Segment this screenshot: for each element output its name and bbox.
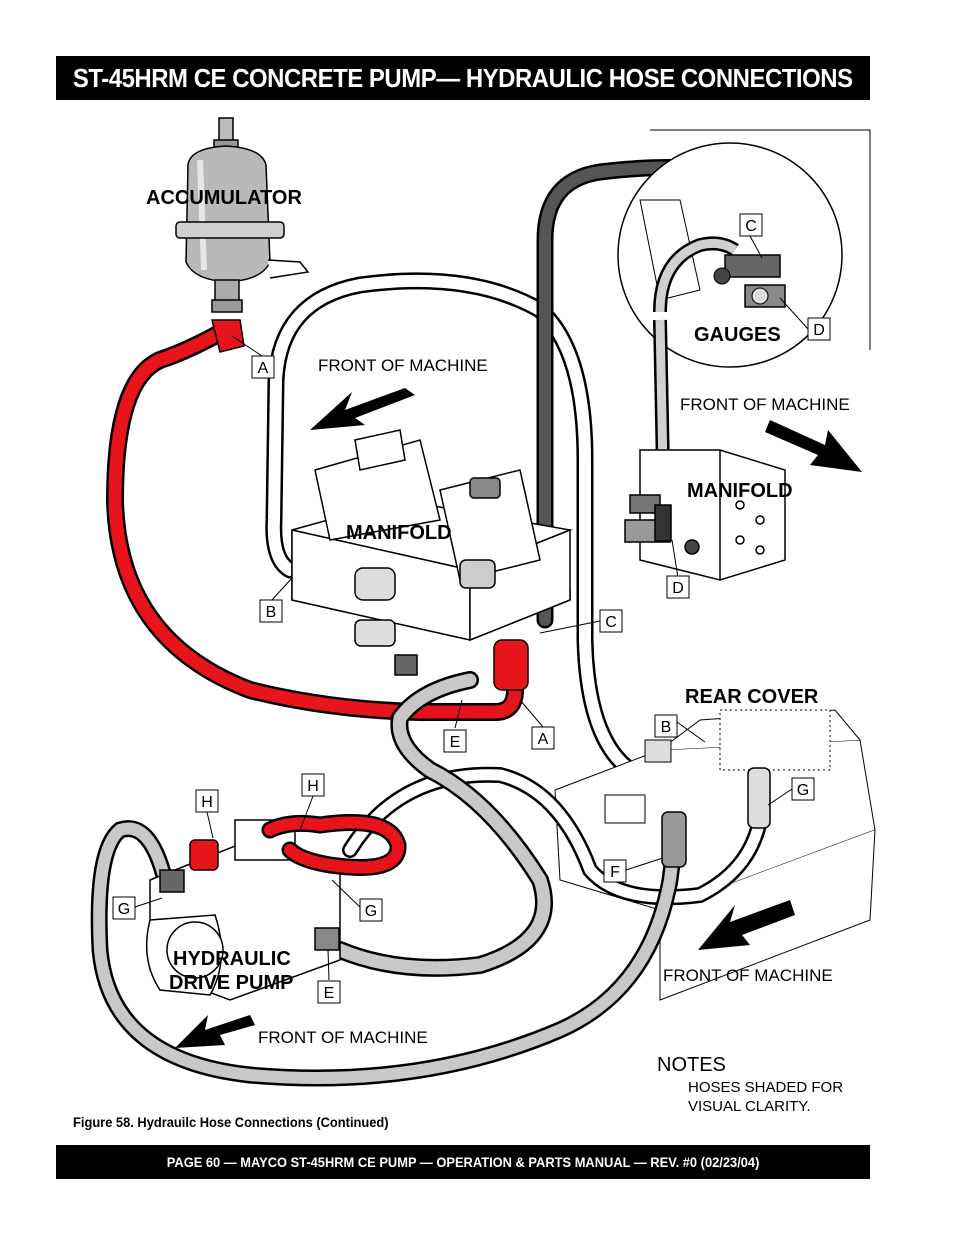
white-hose-g (342, 766, 771, 906)
front-of-machine-label-3: FRONT OF MACHINE (663, 966, 833, 985)
callout-g-3: G (365, 903, 377, 920)
red-hose-h (261, 814, 407, 876)
rear-cover-label: REAR COVER (685, 686, 819, 708)
gauges-label: GAUGES (694, 324, 781, 346)
accumulator-label: ACCUMULATOR (146, 187, 302, 209)
page-footer: PAGE 60 — MAYCO ST-45HRM CE PUMP — OPERA… (166, 1154, 760, 1170)
callout-g-1: G (797, 782, 809, 799)
front-of-machine-label-2: FRONT OF MACHINE (680, 395, 850, 414)
figure-caption: Figure 58. Hydrauilc Hose Connections (C… (73, 1114, 389, 1130)
notes-line-1: HOSES SHADED FOR (688, 1079, 843, 1096)
drive-pump-label-line1: HYDRAULIC (173, 948, 291, 970)
callout-c-2: C (745, 218, 757, 235)
manifold-main-label: MANIFOLD (346, 522, 452, 544)
callout-b-2: B (661, 719, 672, 736)
front-of-machine-label-1: FRONT OF MACHINE (318, 356, 488, 375)
callout-h-2: H (307, 778, 319, 795)
notes-line-2: VISUAL CLARITY. (688, 1098, 811, 1115)
manifold-right-label: MANIFOLD (687, 480, 793, 502)
notes-heading: NOTES (657, 1054, 726, 1076)
callout-a-1: A (258, 360, 269, 377)
callout-d-2: D (672, 580, 684, 597)
callout-e-1: E (450, 734, 461, 751)
page-title-bar: ST-45HRM CE CONCRETE PUMP— HYDRAULIC HOS… (56, 56, 870, 100)
callout-h-1: H (201, 794, 213, 811)
red-hose-a (105, 319, 529, 721)
gray-hose-e (331, 671, 553, 977)
callout-e-2: E (324, 985, 335, 1002)
front-of-machine-label-4: FRONT OF MACHINE (258, 1028, 428, 1047)
manifold-right-illustration (624, 449, 786, 581)
drive-pump-label-line2: DRIVE PUMP (169, 972, 293, 994)
callout-c-1: C (605, 614, 617, 631)
callout-d-1: D (813, 322, 825, 339)
gauges-detail (617, 129, 871, 368)
leader-lines (134, 235, 809, 981)
manifold-main-illustration (291, 429, 573, 676)
page-footer-bar: PAGE 60 — MAYCO ST-45HRM CE PUMP — OPERA… (56, 1145, 870, 1179)
front-arrow-1 (310, 388, 415, 430)
front-arrow-3 (698, 900, 795, 950)
page-title: ST-45HRM CE CONCRETE PUMP— HYDRAULIC HOS… (73, 62, 853, 93)
callout-b-1: B (266, 604, 277, 621)
front-arrow-2 (765, 420, 862, 472)
callout-a-2: A (538, 731, 549, 748)
gray-hose-f (90, 811, 687, 1087)
front-arrow-4 (175, 1015, 255, 1048)
rear-cover-illustration (554, 709, 876, 1001)
callout-f-1: F (610, 864, 620, 881)
accumulator-illustration (175, 117, 310, 313)
callout-boxes (112, 213, 831, 1004)
callout-g-2: G (118, 901, 130, 918)
